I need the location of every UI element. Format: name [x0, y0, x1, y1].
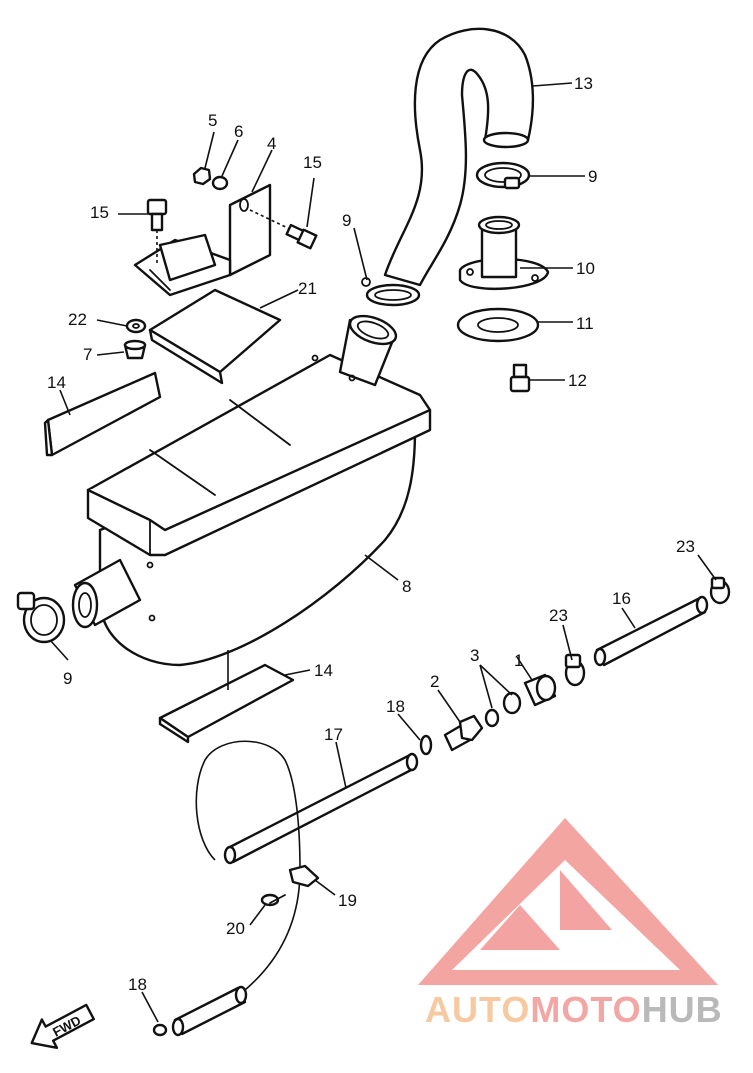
washers-3	[484, 691, 522, 728]
bracket-4	[133, 183, 272, 297]
hose-clamp-9-upper	[475, 161, 531, 190]
label-2: 2	[430, 672, 439, 691]
label-12: 12	[568, 371, 587, 390]
label-3: 3	[470, 646, 479, 665]
forward-direction-arrow: FWD	[30, 1003, 95, 1049]
washer-6	[211, 175, 229, 191]
watermark-hub: HUB	[642, 989, 723, 1030]
fitting-2	[443, 714, 484, 752]
gasket-11	[456, 307, 540, 343]
label-18-bottom: 18	[128, 975, 147, 994]
label-15-left: 15	[90, 203, 109, 222]
fwd-label: FWD	[50, 1013, 83, 1040]
label-15-right: 15	[303, 153, 322, 172]
label-18-middle: 18	[386, 697, 405, 716]
clamp-23-top	[709, 576, 731, 605]
watermark-logo	[418, 818, 718, 985]
tank-8	[71, 314, 432, 667]
svg-text:AUTOMOTOHUB: AUTOMOTOHUB	[425, 989, 723, 1030]
label-23-top: 23	[676, 537, 695, 556]
label-8: 8	[402, 577, 411, 596]
hose-17	[223, 752, 419, 865]
label-14-bottom: 14	[314, 661, 333, 680]
clamp-23-middle	[564, 653, 586, 687]
label-19: 19	[338, 891, 357, 910]
clip-18-bottom	[152, 1023, 168, 1037]
label-23-middle: 23	[549, 606, 568, 625]
label-9-upper: 9	[588, 167, 597, 186]
routing-line	[195, 740, 301, 991]
label-4: 4	[267, 134, 276, 153]
label-10: 10	[576, 259, 595, 278]
label-6: 6	[234, 122, 243, 141]
pad-14-bottom	[158, 650, 295, 744]
hose-16	[593, 595, 709, 667]
watermark-auto: AUTO	[425, 989, 530, 1030]
label-21: 21	[298, 279, 317, 298]
part-number-labels: 5 6 4 15 15 9 21 22 7 14 13 9 10 11 12 8…	[47, 74, 695, 994]
grommet-22	[125, 318, 147, 334]
label-14-left: 14	[47, 373, 66, 392]
label-5: 5	[208, 111, 217, 130]
elbow-fitting-10	[458, 215, 550, 290]
label-16: 16	[612, 589, 631, 608]
label-22: 22	[68, 310, 87, 329]
hose-clamp-9-left	[16, 591, 66, 644]
bolt-12	[509, 363, 531, 393]
bolt-15-left	[146, 198, 168, 265]
hose-13	[383, 27, 535, 287]
label-9-left: 9	[63, 669, 72, 688]
screw-20	[260, 893, 286, 907]
label-9-middle: 9	[342, 211, 351, 230]
label-7: 7	[83, 345, 92, 364]
watermark-text: AUTOMOTOHUB	[425, 989, 723, 1030]
cap-1	[523, 673, 557, 707]
bolt-15-right	[249, 209, 318, 250]
nut-5	[192, 166, 212, 186]
nut-7	[123, 339, 147, 360]
pad-14-left	[43, 371, 162, 457]
label-17: 17	[324, 725, 343, 744]
label-11: 11	[576, 314, 594, 333]
clamp-19	[288, 864, 320, 888]
label-20: 20	[226, 919, 245, 938]
pad-21	[148, 288, 282, 385]
watermark-moto: MOTO	[530, 989, 641, 1030]
label-13: 13	[574, 74, 593, 93]
hose-short-bottom	[171, 985, 248, 1037]
leader-lines	[49, 82, 717, 1023]
clip-18-middle	[419, 734, 433, 756]
label-1: 1	[514, 651, 523, 670]
